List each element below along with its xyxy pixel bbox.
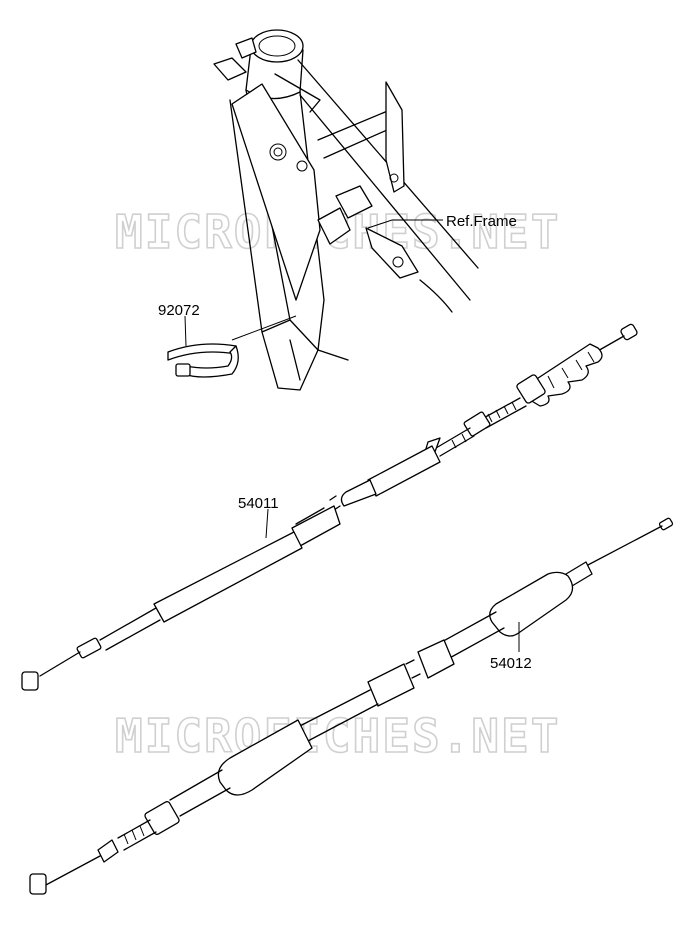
ref-frame-label: Ref.Frame [446,213,517,230]
label-92072: 92072 [158,302,200,319]
frame-illustration [213,29,479,391]
band-clamp-92072 [167,343,239,378]
band-to-frame-line [231,315,297,341]
label-54012: 54012 [490,655,532,672]
leader-92072 [184,315,187,347]
leader-54011 [265,508,269,539]
cable-54012 [29,517,674,895]
watermark-bottom: MICROFICHES.NET [115,709,560,763]
ref-frame-leader [367,219,443,229]
label-54011: 54011 [238,495,279,512]
cable-54011 [21,323,638,691]
